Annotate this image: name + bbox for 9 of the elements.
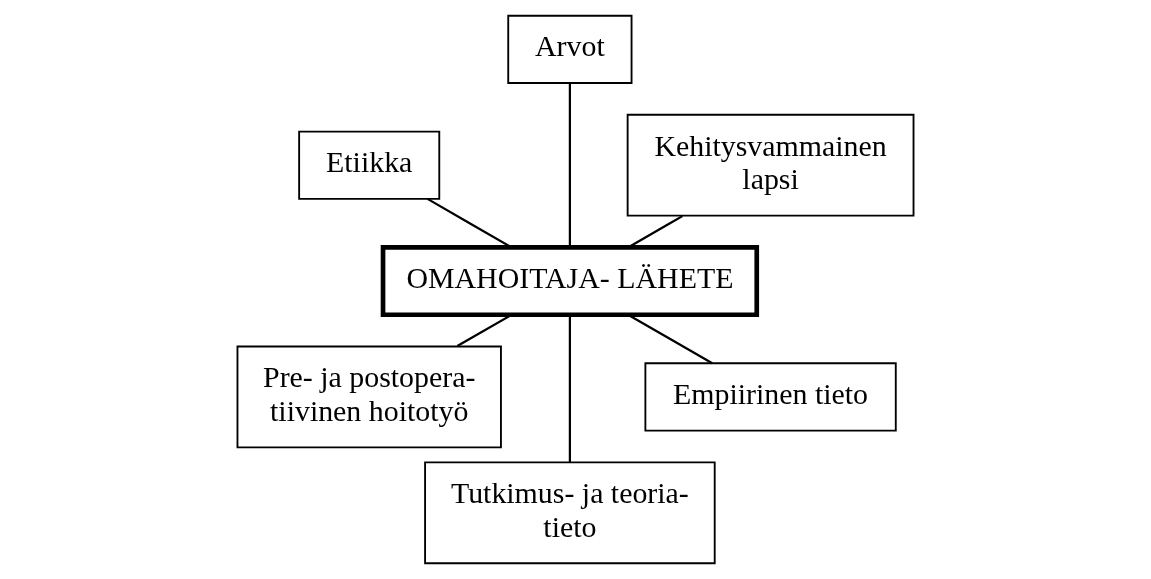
node-box: Etiikka (298, 130, 441, 200)
node-box: Kehitysvammainen lapsi (626, 113, 915, 217)
node-box: Arvot (507, 14, 633, 84)
node-box: OMAHOITAJA- LÄHETE (380, 245, 760, 318)
connector (568, 83, 571, 248)
node-box: Empiirinen tieto (644, 362, 897, 432)
node-box: Tutkimus- ja teoria- tieto (424, 461, 716, 565)
connector (568, 314, 571, 462)
node-box: Pre- ja postopera- tiivinen hoitotyö (236, 345, 502, 449)
